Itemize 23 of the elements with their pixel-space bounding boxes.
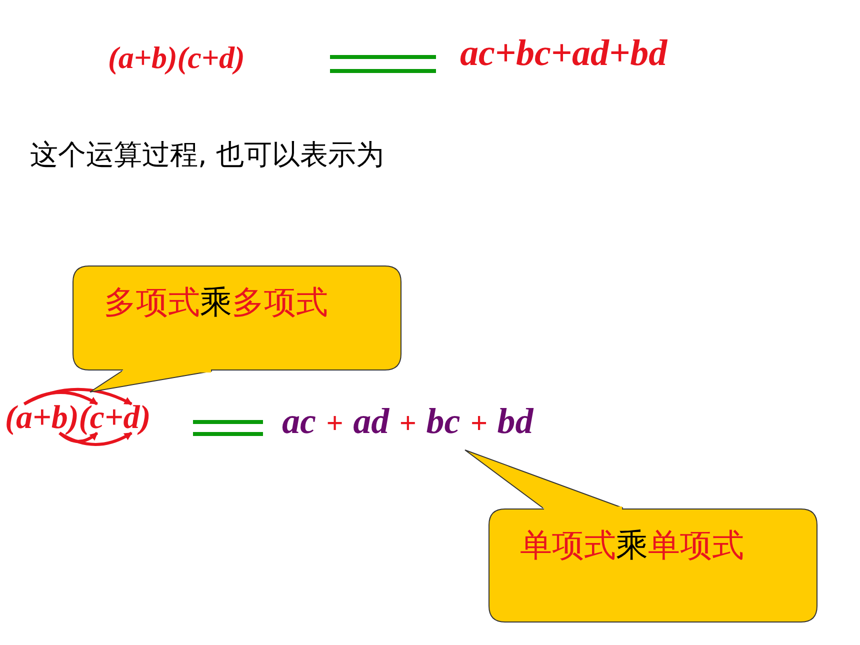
callout-text: 单项式乘单项式 (520, 525, 744, 566)
callout-text: 多项式乘多项式 (104, 282, 328, 323)
speech-bubble (463, 448, 819, 625)
math-symbol: ) (140, 400, 151, 437)
term-text: bd (497, 400, 534, 442)
term-text: ad (353, 400, 390, 442)
math-symbol: + (32, 400, 52, 437)
plus-sign: + (326, 407, 344, 441)
plus-sign: + (399, 407, 416, 441)
formula-text: ac+bc+ad+bd (460, 32, 668, 75)
curved-arrow (24, 388, 132, 406)
curved-arrow (24, 390, 98, 406)
term-text: ac (282, 400, 316, 442)
curved-arrow (58, 432, 132, 446)
formula-text: (a+b)(c+d) (108, 40, 245, 76)
term-text: bc (426, 400, 460, 442)
math-symbol: + (104, 400, 124, 437)
plus-sign: + (470, 407, 488, 441)
math-symbol: )( (68, 400, 90, 437)
curved-arrow (58, 432, 98, 443)
speech-bubble (72, 265, 404, 395)
math-symbol: ( (5, 400, 16, 437)
body-text: 这个运算过程, 也可以表示为 (30, 137, 385, 173)
